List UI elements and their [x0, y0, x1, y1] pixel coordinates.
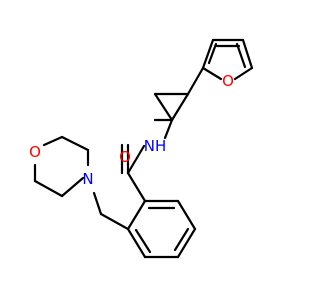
- morpholine-bond: [60, 135, 90, 152]
- molecule-diagram: O O NH N O: [29, 38, 254, 259]
- carbonyl-ring-bond: [126, 171, 147, 203]
- furan-bond: [201, 38, 215, 70]
- chain-bond: [186, 66, 205, 96]
- morpholine-nitrogen-label: N: [82, 170, 93, 188]
- benzene-bond: [176, 227, 197, 259]
- benzene-bond: [126, 227, 147, 259]
- bonds: [33, 38, 254, 259]
- benzene-bond-double: [173, 227, 190, 252]
- ring-n-bond: [99, 212, 130, 231]
- benzene-bond: [176, 199, 197, 231]
- nh-carbonyl-bond: [126, 144, 146, 175]
- morpholine-bond: [33, 179, 64, 198]
- furan-bond: [241, 38, 254, 70]
- benzene-bond-double: [134, 228, 152, 254]
- morpholine-bond: [60, 176, 85, 198]
- morpholine-oxygen-label: O: [29, 143, 41, 161]
- carbonyl-oxygen-label: O: [119, 148, 131, 166]
- benzene-bond: [126, 199, 147, 231]
- ring-n-bond: [92, 191, 103, 216]
- furan-bond: [201, 66, 223, 81]
- furan-bond-double: [235, 42, 247, 69]
- methyl-bond: [170, 92, 190, 122]
- furan-bond-double: [207, 42, 218, 65]
- furan-oxygen-label: O: [222, 72, 234, 90]
- chain-bond: [153, 92, 174, 122]
- ch-nh-bond: [163, 118, 174, 140]
- atom-labels: O O NH N O: [29, 72, 234, 188]
- furan-bond: [233, 66, 254, 81]
- amide-nh-label: NH: [144, 137, 167, 155]
- structure-canvas: O O NH N O: [29, 38, 254, 259]
- morpholine-bond: [42, 135, 64, 147]
